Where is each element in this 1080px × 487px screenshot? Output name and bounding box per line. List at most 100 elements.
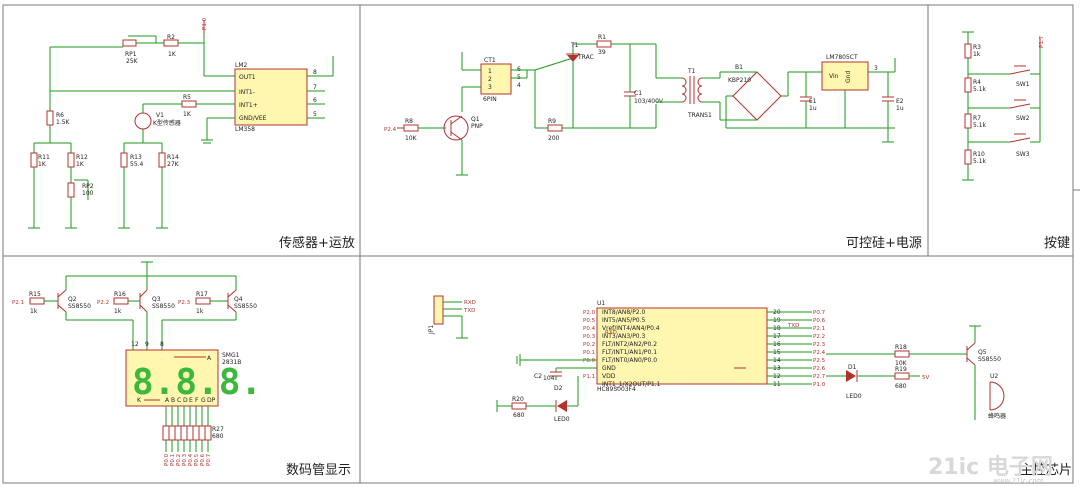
port-label: P2.3 <box>178 300 191 306</box>
svg-text:INT8/AN8/P2.0: INT8/AN8/P2.0 <box>602 309 646 316</box>
rp2-resistor <box>67 182 75 198</box>
r16-value: 1k <box>114 308 122 315</box>
ct1-value: 6PIN <box>483 96 497 103</box>
svg-text:INT5/AN5/P0.5: INT5/AN5/P0.5 <box>602 317 646 324</box>
smg-a: A <box>207 355 212 362</box>
r27-resistor-array <box>162 406 212 452</box>
svg-text:P2.1: P2.1 <box>813 326 825 332</box>
svg-text:P0.3: P0.3 <box>182 453 188 466</box>
q5-value: SS8550 <box>978 356 1001 363</box>
jp1-header <box>433 295 444 325</box>
r11-value: 1K <box>38 161 47 168</box>
d1-value: LED0 <box>846 393 862 400</box>
r3-resistor <box>964 43 972 59</box>
q1-transistor <box>443 115 469 141</box>
svg-text:P2.3: P2.3 <box>813 342 826 348</box>
u1-rxd: RXD <box>605 330 617 336</box>
c1-ref: C1 <box>634 90 642 97</box>
watermark-logo: 21ic 电子网 www.21ic.com <box>928 455 1053 485</box>
svg-text:21ic 电子网: 21ic 电子网 <box>928 455 1053 480</box>
e1-value: 1u <box>809 105 817 112</box>
v1-label: K型传感器 <box>153 119 181 127</box>
r1-resistor <box>596 40 612 48</box>
r13-resistor <box>120 152 128 168</box>
frame <box>2 4 1080 484</box>
mcu-section: 主控芯片 JP1 RXD TXD U1 HC89S003F4 P2.0 P0.5… <box>428 295 1072 478</box>
r14-value: 27K <box>167 161 180 168</box>
q4-value: SS8550 <box>234 303 257 310</box>
rp1-resistor <box>122 39 137 47</box>
rp1-value: 25K <box>126 58 139 65</box>
port-label: P1.7 <box>1039 35 1045 48</box>
r27-ref: R27 <box>212 426 224 433</box>
rp2-ref: RP2 <box>82 183 94 190</box>
q3-ref: Q3 <box>152 296 161 303</box>
svg-text:GND: GND <box>602 365 616 372</box>
r9-resistor <box>547 124 563 132</box>
section-title-sensor: 传感器+运放 <box>279 235 355 251</box>
display-section: 数码管显示 P2.1 R15 1k Q2 SS8550 P2.2 R16 1k … <box>12 261 351 478</box>
lm7805-ref: LM7805CT <box>826 54 858 61</box>
svg-text:F: F <box>195 397 199 404</box>
lm2-ref: LM2 <box>235 62 248 69</box>
sw1-ref: SW1 <box>1016 81 1030 88</box>
r12-ref: R12 <box>76 154 88 161</box>
t1-ref: T1 <box>687 68 696 75</box>
u1-ref: U1 <box>597 300 605 307</box>
svg-text:P0.0: P0.0 <box>583 358 596 364</box>
r13-ref: R13 <box>130 154 142 161</box>
r17-ref: R17 <box>196 291 208 298</box>
sensor-section: 传感器+运放 P1.0 RP1 25K R2 1K LM2 LM358 OUT1… <box>28 17 355 251</box>
keys-section: 按键 R3 1k R4 5.1k R7 5.1k R10 5.1k P1.7 S… <box>962 31 1070 251</box>
port-label: P2.4 <box>384 127 397 133</box>
r7-value: 5.1k <box>973 122 987 129</box>
svg-text:A: A <box>165 397 170 404</box>
e1-ref: E1 <box>809 98 817 105</box>
r20-resistor <box>511 402 527 410</box>
c2-ref: C2 <box>534 373 542 380</box>
r4-resistor <box>964 77 972 93</box>
triac-ref: T1 <box>570 42 579 49</box>
svg-text:P0.7: P0.7 <box>813 310 826 316</box>
svg-text:P2.6: P2.6 <box>813 366 826 372</box>
r5-ref: R5 <box>183 94 191 101</box>
svg-text:DP: DP <box>207 397 216 404</box>
lm-pin-gnd: GND/VEE <box>239 115 267 122</box>
svg-text:P0.2: P0.2 <box>583 342 595 348</box>
lm-num-5: 5 <box>313 111 317 118</box>
jp1-txd: TXD <box>463 308 475 314</box>
v1-ref: V1 <box>156 112 164 119</box>
port-label: P2.1 <box>12 300 24 306</box>
svg-text:D: D <box>183 397 188 404</box>
lm-pin-int1n: INT1- <box>239 89 255 96</box>
jp1-ref: JP1 <box>428 325 435 335</box>
section-title-display: 数码管显示 <box>286 463 351 478</box>
r2-value: 1K <box>168 51 177 58</box>
smg1-value: 2831B <box>222 359 241 366</box>
r19-5v: 5V <box>922 375 929 381</box>
svg-text:P0.0: P0.0 <box>164 453 170 466</box>
t1-primary <box>681 77 687 103</box>
sw3-ref: SW3 <box>1016 151 1030 158</box>
r16-resistor <box>113 297 129 305</box>
com-8: 8 <box>160 341 164 348</box>
r6-value: 1.5K <box>56 119 71 126</box>
r17-resistor <box>195 297 211 305</box>
u2-ref: U2 <box>990 373 998 380</box>
r11-ref: R11 <box>38 154 50 161</box>
r4-ref: R4 <box>973 79 981 86</box>
svg-text:P0.5: P0.5 <box>583 318 596 324</box>
r18-resistor <box>894 350 910 358</box>
b1-value: KBP210 <box>728 77 751 84</box>
r7-ref: R7 <box>973 115 981 122</box>
r19-value: 680 <box>895 383 907 390</box>
seg-digits: 8.8.8. <box>132 362 262 403</box>
svg-text:VDD: VDD <box>602 373 616 380</box>
svg-text:P2.2: P2.2 <box>813 334 825 340</box>
d2-ref: D2 <box>554 385 563 392</box>
r10-resistor <box>964 149 972 165</box>
rp1-ref: RP1 <box>125 51 137 58</box>
lm-pin-out1: OUT1 <box>239 74 256 81</box>
r12-value: 1K <box>76 161 85 168</box>
